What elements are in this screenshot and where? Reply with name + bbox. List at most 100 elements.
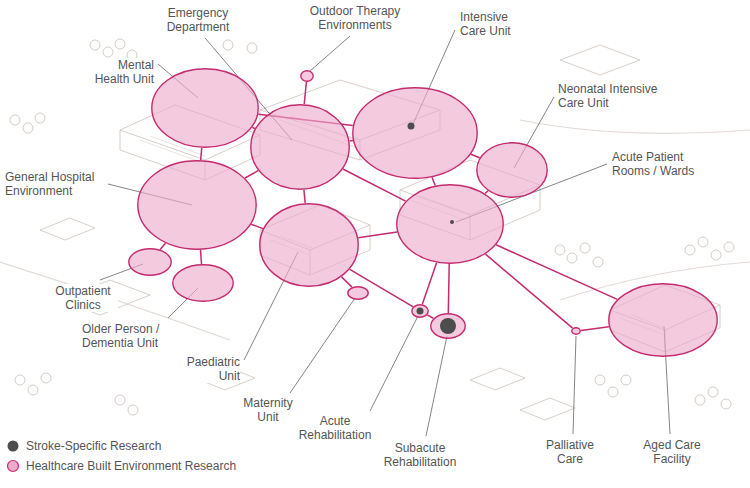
unit-ellipse (301, 71, 313, 81)
leader-lines (100, 30, 670, 436)
stroke-research-dot (450, 220, 454, 224)
circle-outline (411, 304, 429, 318)
link-line (304, 190, 305, 203)
unit-circle: Acute Rehabilitation (411, 304, 429, 318)
circle-outline (430, 313, 466, 339)
unit-circle: Older Person / Dementia Unit (172, 264, 234, 302)
unit-label: Paediatric Unit (176, 355, 240, 383)
leader-line (426, 336, 447, 436)
link-line (427, 315, 433, 318)
link-line (252, 127, 255, 128)
link-line (160, 243, 165, 249)
leader-line (310, 36, 350, 71)
unit-label: Palliative Care (540, 438, 600, 466)
link-line (485, 191, 488, 194)
unit-circle: Maternity Unit (347, 286, 369, 300)
unit-circle: Paediatric Unit (259, 203, 359, 287)
unit-circle: Acute Patient Rooms / Wards (396, 184, 504, 264)
link-line (422, 263, 436, 304)
circle-outline (571, 327, 581, 335)
stroke-research-dot (408, 123, 415, 130)
unit-circle: Subacute Rehabilitation (430, 313, 466, 339)
unit-label: Outdoor Therapy Environments (305, 4, 405, 32)
link-line (432, 177, 435, 185)
link-line (486, 254, 573, 328)
unit-ellipse (173, 265, 233, 301)
leader-line (290, 298, 355, 393)
unit-label: Outpatient Clinics (48, 284, 118, 312)
circle-outline (128, 248, 172, 276)
circle-outline (396, 184, 504, 264)
legend-swatch-circle (8, 461, 19, 472)
circle-outline (608, 283, 718, 357)
unit-label: Older Person / Dementia Unit (82, 322, 174, 350)
unit-ellipse (572, 328, 580, 334)
unit-ellipse (129, 249, 171, 275)
unit-circle: Palliative Care (571, 327, 581, 335)
unit-ellipse (397, 185, 503, 263)
trees (10, 39, 734, 415)
link-line (358, 232, 397, 238)
unit-label: Acute Rehabilitation (295, 414, 375, 442)
unit-circle: Intensive Care Unit (352, 87, 478, 179)
unit-label: Neonatal Intensive Care Unit (558, 82, 670, 110)
unit-ellipse (152, 69, 258, 147)
circle-outline (250, 104, 350, 190)
unit-label: Emergency Department (158, 6, 238, 34)
link-line (471, 154, 480, 157)
unit-ellipse (353, 88, 477, 178)
link-line (581, 327, 609, 331)
unit-ellipse (260, 204, 358, 286)
circle-outline (300, 70, 314, 82)
unit-label: General Hospital Environment (5, 170, 105, 198)
circle-outline (137, 160, 257, 250)
building-outlines (40, 45, 720, 420)
link-line (245, 171, 258, 178)
unit-ellipse (431, 314, 465, 338)
unit-label: Mental Health Unit (82, 58, 154, 86)
unit-circle: Outdoor Therapy Environments (300, 70, 314, 82)
unit-ellipse (138, 161, 256, 249)
unit-label: Intensive Care Unit (460, 10, 524, 38)
circle-outline (151, 68, 259, 148)
unit-label: Aged Care Facility (640, 438, 704, 466)
unit-label: Acute Patient Rooms / Wards (612, 150, 700, 178)
unit-label: Maternity Unit (238, 396, 298, 424)
stroke-research-dot (440, 318, 456, 334)
unit-ellipse (412, 305, 428, 317)
unit-ellipse (251, 105, 349, 189)
link-line (350, 140, 353, 142)
legend-text: Stroke-Specific Research (26, 439, 161, 453)
link-line (496, 245, 617, 300)
leader-line (573, 336, 576, 434)
circle-outline (172, 264, 234, 302)
stroke-research-dot (417, 308, 424, 315)
legend-swatch-circle (8, 441, 19, 452)
unit-circle: Aged Care Facility (608, 283, 718, 357)
link-line (342, 277, 353, 287)
legend-swatch (6, 459, 20, 473)
unit-circle: General Hospital Environment (137, 160, 257, 250)
unit-label: Subacute Rehabilitation (380, 441, 460, 469)
circle-outline (347, 286, 369, 300)
unit-ellipse (477, 143, 547, 197)
link-line (304, 82, 306, 104)
legend-swatch (6, 439, 20, 453)
circle-outline (476, 142, 548, 198)
link-line (201, 250, 202, 264)
unit-circle: Neonatal Intensive Care Unit (476, 142, 548, 198)
unit-circle: Emergency Department (250, 104, 350, 190)
circle-outline (259, 203, 359, 287)
circle-outline (352, 87, 478, 179)
unit-ellipse (609, 284, 717, 356)
unit-ellipse (348, 287, 368, 299)
link-line (201, 148, 202, 160)
legend: Stroke-Specific ResearchHealthcare Built… (6, 436, 236, 476)
legend-text: Healthcare Built Environment Research (26, 459, 236, 473)
unit-circle: Mental Health Unit (151, 68, 259, 148)
link-line (251, 224, 263, 228)
leader-line (370, 316, 418, 411)
unit-circle: Outpatient Clinics (128, 248, 172, 276)
legend-row: Stroke-Specific Research (6, 436, 236, 456)
